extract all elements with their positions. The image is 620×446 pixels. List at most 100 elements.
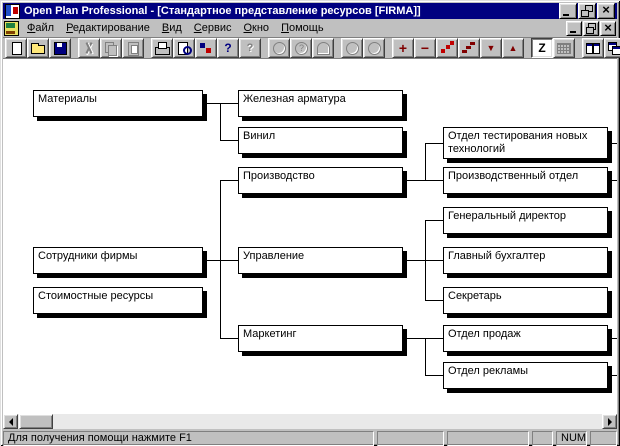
tile-windows-icon: [585, 41, 601, 55]
toolbar-group: [78, 38, 144, 58]
resource-box-production[interactable]: Производство: [238, 167, 403, 194]
menu-bar: Файл Редактирование Вид Сервис Окно Помо…: [3, 20, 617, 38]
move-up-button[interactable]: ▲: [502, 38, 524, 58]
paste-clipboard-icon: [125, 41, 141, 56]
resource-box-iron-rebar[interactable]: Железная арматура: [238, 90, 403, 117]
new-window-button[interactable]: [604, 38, 620, 58]
resource-label: Отдел продаж: [448, 328, 521, 340]
cascade-windows-icon: [607, 41, 620, 55]
print-button[interactable]: [151, 38, 173, 58]
zorder-button[interactable]: Z: [531, 38, 553, 58]
move-down-button[interactable]: ▼: [480, 38, 502, 58]
minimize-button[interactable]: [559, 3, 577, 19]
window-title: Open Plan Professional - [Стандартное пр…: [24, 5, 421, 17]
new-document-icon: [8, 41, 24, 55]
link-button[interactable]: [436, 38, 458, 58]
menu-item-help[interactable]: Помощь: [281, 22, 324, 34]
status-bar: Для получения помощи нажмите F1 NUM: [3, 431, 617, 446]
res-arch-button: [312, 38, 334, 58]
resource-label: Производственный отдел: [448, 170, 579, 182]
close-button[interactable]: [597, 2, 615, 19]
resource-box-management[interactable]: Управление: [238, 247, 403, 274]
tile-button[interactable]: [582, 38, 604, 58]
status-panel: [532, 431, 553, 446]
resource-label: Стоимостные ресурсы: [38, 290, 154, 302]
toolbar-group: [582, 38, 620, 58]
print-preview-button[interactable]: [173, 38, 195, 58]
mdi-close-button[interactable]: [600, 20, 616, 36]
menu-item-service[interactable]: Сервис: [193, 22, 232, 34]
resource-circle-icon: [366, 41, 382, 55]
resource-box-sales-dept[interactable]: Отдел продаж: [443, 325, 608, 352]
app-icon[interactable]: [5, 3, 20, 19]
resource-box-production-dept[interactable]: Производственный отдел: [443, 167, 608, 194]
resource-arch-icon: [315, 41, 331, 55]
connector-line: [608, 375, 617, 376]
resource-label: Винил: [243, 130, 276, 142]
horizontal-scrollbar[interactable]: [3, 414, 617, 429]
menu-item-view[interactable]: Вид: [161, 22, 182, 34]
res-circle-button: [268, 38, 290, 58]
scroll-left-button[interactable]: [3, 414, 18, 429]
resource-circle-icon: [271, 41, 287, 55]
mdi-restore-button[interactable]: [583, 21, 599, 36]
status-panel: [377, 431, 444, 446]
restore-button[interactable]: [578, 3, 596, 19]
cut-scissors-icon: [81, 41, 97, 55]
resource-box-advertising-dept[interactable]: Отдел рекламы: [443, 362, 608, 389]
connector-line: [425, 260, 443, 261]
resource-label: Отдел тестирования новых технологий: [448, 130, 588, 155]
connector-line: [220, 103, 238, 104]
status-panel: [447, 431, 529, 446]
document-icon[interactable]: [4, 21, 19, 36]
plus-button[interactable]: +: [392, 38, 414, 58]
resource-box-general-director[interactable]: Генеральный директор: [443, 207, 608, 234]
resource-label: Генеральный директор: [448, 210, 566, 222]
open-folder-icon: [30, 41, 46, 55]
resource-box-secretary[interactable]: Секретарь: [443, 287, 608, 314]
connector-line: [203, 260, 220, 261]
open-button[interactable]: [27, 38, 49, 58]
resource-label: Сотрудники фирмы: [38, 250, 138, 262]
resource-label: Производство: [243, 170, 315, 182]
num-lock-indicator: NUM: [556, 431, 587, 446]
scroll-right-button[interactable]: [602, 414, 617, 429]
resource-box-cost-resources[interactable]: Стоимостные ресурсы: [33, 287, 203, 314]
link-nodes-icon: [439, 41, 455, 55]
status-panel: [590, 431, 617, 446]
connector-line: [203, 103, 220, 104]
menu-item-file[interactable]: Файл: [27, 22, 55, 34]
resource-box-company-employees[interactable]: Сотрудники фирмы: [33, 247, 203, 274]
cut-button: [78, 38, 100, 58]
help-button[interactable]: ?: [217, 38, 239, 58]
res-circle-q-button: [290, 38, 312, 58]
resource-box-chief-accountant[interactable]: Главный бухгалтер: [443, 247, 608, 274]
minus-button[interactable]: −: [414, 38, 436, 58]
resource-box-marketing[interactable]: Маркетинг: [238, 325, 403, 352]
menu-item-window[interactable]: Окно: [243, 22, 270, 34]
connector-line: [425, 338, 426, 376]
new-button[interactable]: [5, 38, 27, 58]
resource-box-vinyl[interactable]: Винил: [238, 127, 403, 154]
exchange-button[interactable]: [195, 38, 217, 58]
connector-line: [608, 180, 617, 181]
table-grid-icon: [556, 41, 572, 55]
toolbar: ??+−▼▲Z: [3, 38, 620, 59]
paste-button: [122, 38, 144, 58]
mdi-minimize-button[interactable]: [566, 21, 582, 36]
z-order-icon: Z: [538, 41, 546, 55]
resource-box-materials[interactable]: Материалы: [33, 90, 203, 117]
resource-tree-canvas: Материалы Железная арматура Винил Произв…: [3, 59, 617, 414]
title-bar: Open Plan Professional - [Стандартное пр…: [3, 2, 617, 19]
levels-button[interactable]: [458, 38, 480, 58]
menu-item-edit[interactable]: Редактирование: [66, 22, 150, 34]
printer-icon: [154, 41, 170, 55]
scroll-thumb[interactable]: [19, 414, 53, 429]
res-circle2-button: [341, 38, 363, 58]
copy-button: [100, 38, 122, 58]
save-button[interactable]: [49, 38, 71, 58]
toolbar-group: [268, 38, 334, 58]
plus-icon: +: [398, 40, 408, 56]
resource-box-new-tech-testing-dept[interactable]: Отдел тестирования новых технологий: [443, 127, 608, 159]
